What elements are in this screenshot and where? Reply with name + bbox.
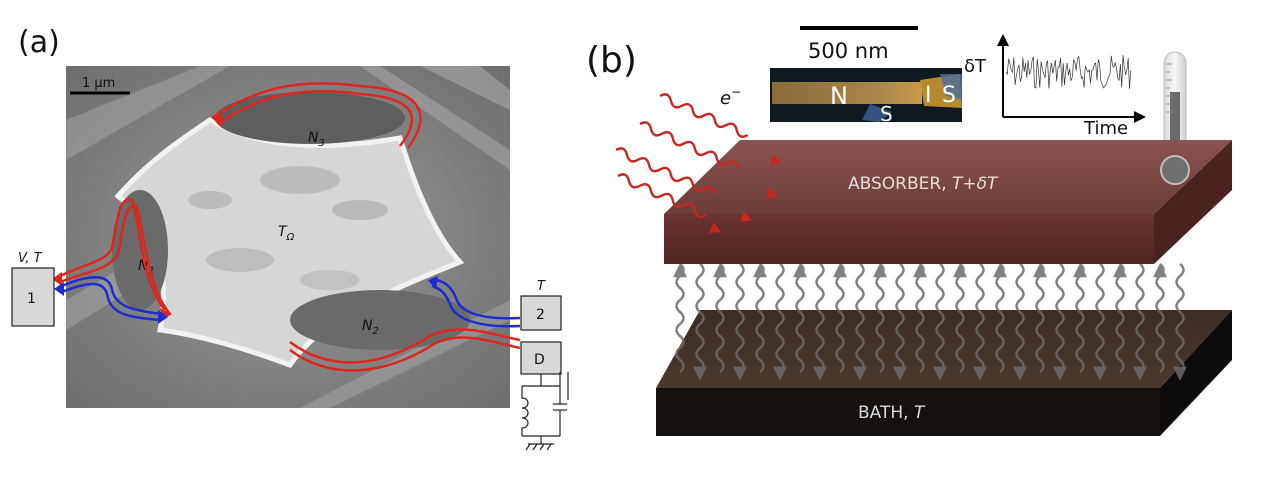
heat-wave bbox=[755, 263, 765, 373]
heat-wave bbox=[1035, 263, 1045, 373]
heat-wave bbox=[955, 263, 965, 373]
heat-wave-arrowhead bbox=[1052, 366, 1068, 381]
blue-arrowheads bbox=[54, 276, 438, 324]
heat-waves bbox=[672, 263, 1188, 381]
n2-region bbox=[290, 290, 470, 350]
heat-wave bbox=[895, 263, 905, 373]
heat-wave bbox=[1155, 263, 1165, 373]
heat-wave-arrowhead bbox=[752, 263, 768, 278]
terminal-box-1-label: 1 bbox=[27, 291, 36, 307]
panel-a: (a) 1 μm N3 N1 N2 TΩ bbox=[11, 25, 569, 451]
inset-s1-label: S bbox=[880, 102, 893, 126]
heat-wave bbox=[1115, 263, 1125, 373]
heat-wave bbox=[735, 263, 745, 373]
heat-wave-arrowhead bbox=[952, 263, 968, 278]
vt-label: V, T bbox=[18, 251, 43, 266]
lc-circuit bbox=[521, 372, 569, 451]
heat-wave-arrowhead bbox=[792, 263, 808, 278]
heat-wave-arrowhead bbox=[1072, 263, 1088, 278]
heat-wave-arrowhead bbox=[1172, 366, 1188, 381]
bath-slab bbox=[656, 310, 1232, 436]
nis-inset-wire bbox=[772, 82, 922, 104]
scale-bar-a-label: 1 μm bbox=[82, 76, 115, 91]
heat-wave bbox=[935, 263, 945, 373]
heat-wave bbox=[1175, 263, 1185, 373]
heat-wave-arrowhead bbox=[812, 366, 828, 381]
panel-b-label: (b) bbox=[586, 40, 637, 81]
heat-wave-arrowhead bbox=[672, 263, 688, 278]
heat-wave-arrowhead bbox=[772, 366, 788, 381]
scale-bar-b-label: 500 nm bbox=[808, 39, 889, 63]
heat-wave bbox=[1135, 263, 1145, 373]
n3-label: N3 bbox=[308, 130, 325, 149]
heat-wave bbox=[695, 263, 705, 373]
heat-wave bbox=[1095, 263, 1105, 373]
red-paths bbox=[59, 82, 521, 372]
heat-wave-arrowhead bbox=[972, 366, 988, 381]
heat-wave-arrowhead bbox=[1132, 366, 1148, 381]
noise-plot: δT Time bbox=[964, 34, 1146, 139]
heat-wave bbox=[875, 263, 885, 373]
heat-wave-arrowhead bbox=[992, 263, 1008, 278]
heat-wave bbox=[1015, 263, 1025, 373]
heat-wave bbox=[1075, 263, 1085, 373]
thermometer-bulb bbox=[1160, 155, 1190, 185]
heat-wave bbox=[795, 263, 805, 373]
blue-paths bbox=[61, 276, 521, 328]
noise-trace bbox=[1005, 55, 1132, 89]
time-axis-label: Time bbox=[1083, 118, 1128, 139]
heat-wave bbox=[715, 263, 725, 373]
heat-wave bbox=[855, 263, 865, 373]
heat-wave-arrowhead bbox=[912, 263, 928, 278]
heat-wave bbox=[1055, 263, 1065, 373]
heat-wave-arrowhead bbox=[1032, 263, 1048, 278]
heat-wave-arrowhead bbox=[1112, 263, 1128, 278]
heat-wave-arrowhead bbox=[872, 263, 888, 278]
electron-waves bbox=[615, 93, 749, 218]
heat-wave-arrowhead bbox=[892, 366, 908, 381]
heat-wave-arrowhead bbox=[692, 366, 708, 381]
heat-wave bbox=[775, 263, 785, 373]
heat-wave bbox=[675, 263, 685, 373]
panel-a-label: (a) bbox=[18, 25, 60, 60]
heat-wave bbox=[915, 263, 925, 373]
heat-wave-arrowhead bbox=[832, 263, 848, 278]
t-label-box2: T bbox=[537, 279, 546, 294]
t-omega-label: TΩ bbox=[278, 224, 295, 243]
heat-wave bbox=[995, 263, 1005, 373]
heat-wave-arrowhead bbox=[1012, 366, 1028, 381]
panel-b: (b) 500 nm N S I S δT Time bbox=[586, 26, 1232, 436]
absorber-label: ABSORBER, T+δT bbox=[848, 174, 999, 194]
terminal-box-1 bbox=[11, 267, 55, 327]
dt-axis-label: δT bbox=[964, 56, 987, 77]
inset-i-label: I bbox=[925, 83, 932, 108]
heat-wave-arrowhead bbox=[1092, 366, 1108, 381]
electron-label: e− bbox=[720, 85, 741, 109]
heat-wave-arrowhead bbox=[712, 263, 728, 278]
electron-arrowheads bbox=[709, 154, 781, 233]
heat-wave-arrowhead bbox=[932, 366, 948, 381]
terminal-box-2-label: 2 bbox=[536, 307, 545, 323]
detector-box-label: D bbox=[534, 352, 545, 368]
inset-n-label: N bbox=[830, 82, 848, 110]
terminal-box-2 bbox=[520, 295, 562, 331]
heat-wave bbox=[975, 263, 985, 373]
heat-wave-arrowhead bbox=[1152, 263, 1168, 278]
island-texture bbox=[188, 166, 388, 290]
heat-wave bbox=[815, 263, 825, 373]
bath-label: BATH, T bbox=[858, 403, 926, 423]
n3-region bbox=[215, 92, 405, 144]
heat-wave-arrowhead bbox=[852, 366, 868, 381]
heat-wave bbox=[835, 263, 845, 373]
absorber-slab bbox=[664, 140, 1232, 264]
n2-label: N2 bbox=[362, 318, 379, 337]
detector-box bbox=[520, 341, 562, 375]
inset-s2-label: S bbox=[942, 83, 956, 108]
heat-wave-arrowhead bbox=[732, 366, 748, 381]
